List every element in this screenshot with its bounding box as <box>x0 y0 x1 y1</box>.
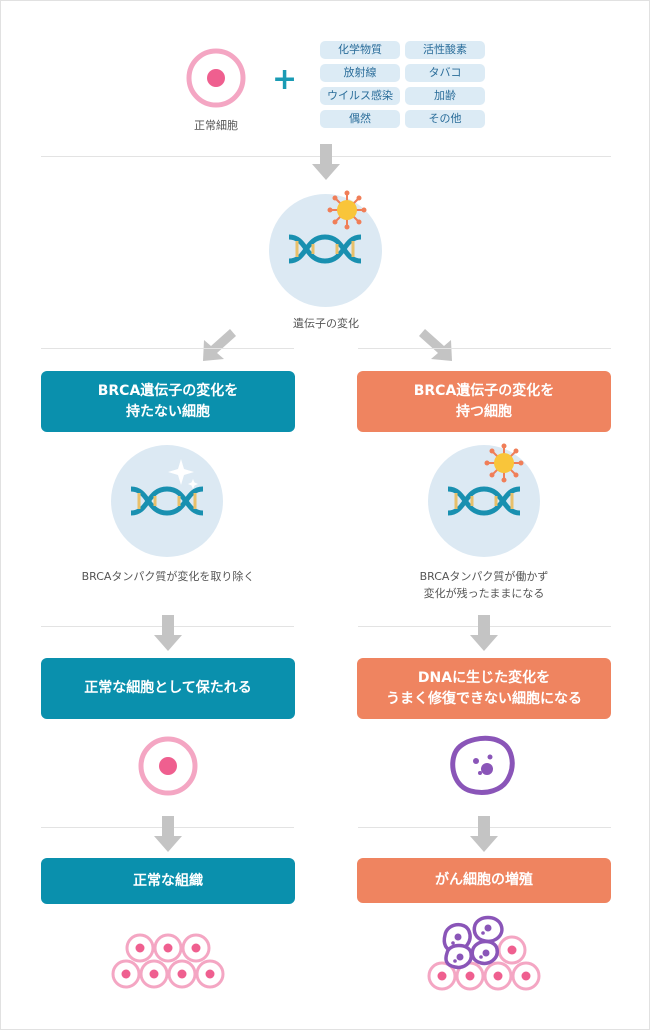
factor-tag: ウイルス感染 <box>320 87 400 105</box>
arrow-down-icon <box>154 615 182 651</box>
gene-change-circle <box>269 194 382 307</box>
factor-tag: 放射線 <box>320 64 400 82</box>
gene-change-label: 遺伝子の変化 <box>293 317 359 330</box>
right-header-box: BRCA遺伝子の変化を 持つ細胞 <box>357 371 611 432</box>
divider <box>41 348 294 349</box>
arrow-down-icon <box>154 816 182 852</box>
left-tissue-box: 正常な組織 <box>41 858 295 904</box>
cancer-cell-icon <box>450 735 515 795</box>
factor-tag: 加齢 <box>405 87 485 105</box>
factor-tag: その他 <box>405 110 485 128</box>
left-dna-circle <box>111 445 223 557</box>
arrow-down-icon <box>312 144 340 180</box>
dna-icon <box>130 486 204 516</box>
left-header-box: BRCA遺伝子の変化を 持たない細胞 <box>41 371 295 432</box>
factor-tag: 偶然 <box>320 110 400 128</box>
right-tissue-box: がん細胞の増殖 <box>357 858 611 903</box>
left-result-box: 正常な細胞として保たれる <box>41 658 295 719</box>
cancer-tissue-icon <box>427 915 541 991</box>
right-caption-line2: 変化が残ったままになる <box>423 587 545 600</box>
plus-icon: + <box>272 62 298 97</box>
dna-icon <box>447 486 521 516</box>
right-result-box: DNAに生じた変化を うまく修復できない細胞になる <box>357 658 611 719</box>
normal-cell-icon <box>186 48 246 108</box>
normal-cell-label: 正常細胞 <box>194 119 238 132</box>
normal-tissue-icon <box>111 933 225 989</box>
sparkle-icon <box>168 459 198 489</box>
arrow-down-icon <box>470 615 498 651</box>
virus-icon <box>327 190 367 230</box>
left-caption: BRCAタンパク質が変化を取り除く <box>81 570 255 583</box>
dna-icon <box>288 234 362 264</box>
normal-cell-icon <box>138 736 198 796</box>
factor-tag: 活性酸素 <box>405 41 485 59</box>
virus-icon <box>484 443 524 483</box>
divider <box>358 348 611 349</box>
factor-tag: タバコ <box>405 64 485 82</box>
right-caption-line1: BRCAタンパク質が働かず <box>419 570 549 583</box>
arrow-down-icon <box>470 816 498 852</box>
arrow-down-right-icon <box>419 329 452 361</box>
arrow-down-left-icon <box>203 329 236 361</box>
factor-tag: 化学物質 <box>320 41 400 59</box>
